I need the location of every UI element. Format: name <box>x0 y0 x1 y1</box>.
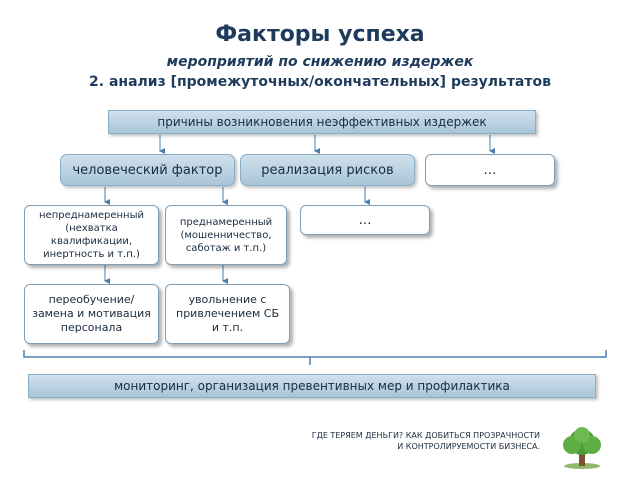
risk-realization-box: реализация рисков <box>240 154 415 186</box>
other-factor-label: … <box>483 162 497 178</box>
monitoring-label: мониторинг, организация превентивных мер… <box>114 379 510 393</box>
human-factor-label: человеческий фактор <box>72 162 223 178</box>
unintentional-label: непреднамеренный (нехватка квалификации,… <box>39 210 144 260</box>
dismissal-box: увольнение с привлечением СБ и т.п. <box>165 284 290 344</box>
retraining-box: переобучение/ замена и мотивация персона… <box>24 284 159 344</box>
page-subtitle: мероприятий по снижению издержек <box>166 54 474 70</box>
intentional-box: преднамеренный (мошенничество, саботаж и… <box>165 205 287 265</box>
unintentional-box: непреднамеренный (нехватка квалификации,… <box>24 205 159 265</box>
dismissal-label: увольнение с привлечением СБ и т.п. <box>176 293 280 334</box>
footer-note: ГДЕ ТЕРЯЕМ ДЕНЬГИ? КАК ДОБИТЬСЯ ПРОЗРАЧН… <box>270 430 540 452</box>
other-risk-box: … <box>300 205 430 235</box>
other-factor-box: … <box>425 154 555 186</box>
intentional-label: преднамеренный (мошенничество, саботаж и… <box>179 216 273 254</box>
causes-label: причины возникновения неэффективных изде… <box>157 115 487 129</box>
human-factor-box: человеческий фактор <box>60 154 235 186</box>
monitoring-box: мониторинг, организация превентивных мер… <box>28 374 596 398</box>
footer-line-2: И КОНТРОЛИРУЕМОСТИ БИЗНЕСА. <box>397 442 540 451</box>
risk-realization-label: реализация рисков <box>261 162 394 178</box>
page-subtitle-analysis: 2. анализ [промежуточных/окончательных] … <box>89 74 551 90</box>
other-risk-label: … <box>358 212 372 228</box>
tree-icon <box>563 427 601 469</box>
footer-line-1: ГДЕ ТЕРЯЕМ ДЕНЬГИ? КАК ДОБИТЬСЯ ПРОЗРАЧН… <box>311 431 540 440</box>
retraining-label: переобучение/ замена и мотивация персона… <box>32 293 151 334</box>
causes-box: причины возникновения неэффективных изде… <box>108 110 536 134</box>
page-title: Факторы успеха <box>215 22 425 47</box>
